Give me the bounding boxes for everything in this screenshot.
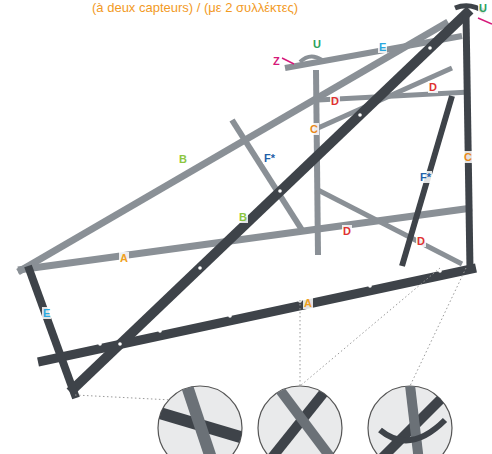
part-letter: F* [263,152,276,164]
part-letter: E [378,41,387,53]
part-letter: A [303,297,313,309]
part-letter: B [178,153,188,165]
part-letter: U [312,38,322,50]
part-letter: D [330,95,340,107]
part-letter: D [342,225,352,237]
part-letter: F* [419,171,432,183]
part-letter: A [119,252,129,264]
part-letter: B [238,211,248,223]
part-letter: E [42,307,51,319]
part-letter: D [416,235,426,247]
part-letter: U [478,2,488,14]
part-letter: C [309,123,319,135]
part-letter: C [463,151,473,163]
part-letter: D [428,81,438,93]
heading: (à deux capteurs) / (με 2 συλλέκτες) [92,0,298,15]
part-letter: Z [272,55,281,67]
